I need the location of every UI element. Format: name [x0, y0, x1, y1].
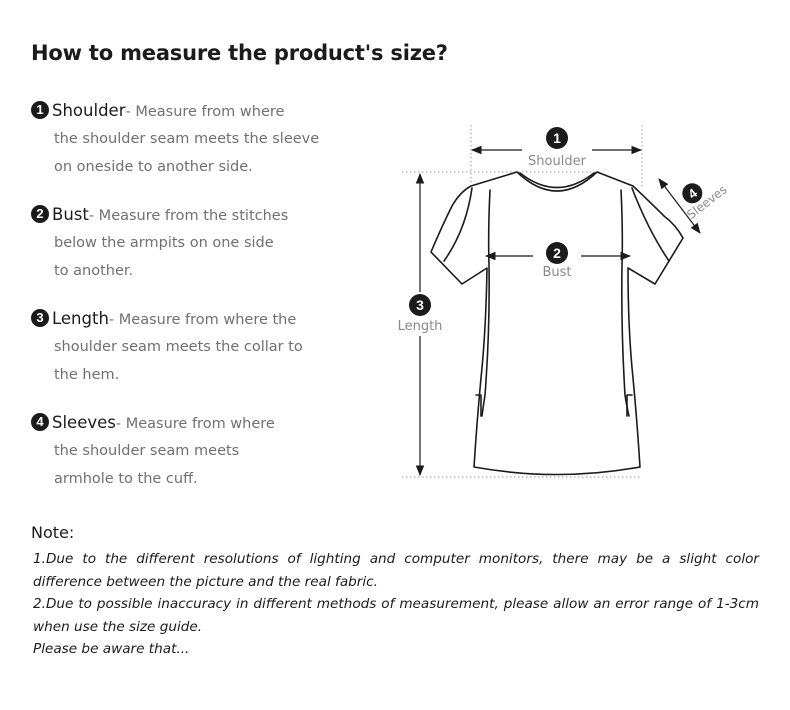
number-badge: 1	[31, 100, 49, 119]
instruction-name: Bust	[52, 205, 89, 224]
marker-3-label: Length	[398, 319, 443, 334]
instruction-text: - Measure from the stitches	[88, 208, 289, 224]
instruction-text: to another.	[54, 263, 134, 279]
marker-1-badge	[546, 127, 568, 149]
instruction-text: the shoulder seam meets	[54, 443, 240, 459]
instruction-text: armhole to the cuff.	[54, 471, 198, 487]
number-badge: 4	[31, 412, 49, 431]
instruction-text: the hem.	[54, 367, 120, 383]
notes: 1.Due to the different resolutions of li…	[33, 548, 759, 661]
instruction-text: on oneside to another side.	[54, 159, 253, 175]
marker-2-label: Bust	[542, 265, 571, 280]
note-title: Note:	[31, 523, 75, 542]
instruction-name: Length	[52, 309, 109, 328]
marker-4: 4 Sleeves	[679, 161, 735, 222]
instruction-text: the shoulder seam meets the sleeve	[54, 131, 320, 147]
number-badge: 3	[31, 308, 49, 327]
marker-2-badge	[546, 242, 568, 264]
tshirt-outline	[430, 171, 684, 476]
marker-1-label: Shoulder	[528, 154, 587, 169]
tshirt-measurement-diagram: 1 Shoulder 2 Bust 3 Length 4 Sleeves	[392, 125, 735, 478]
marker-3-number: 3	[416, 297, 424, 313]
instruction-text: below the armpits on one side	[54, 235, 274, 251]
number-badge: 2	[31, 204, 49, 223]
marker-2-number: 2	[553, 245, 561, 261]
marker-1-number: 1	[553, 130, 561, 146]
note-paragraph: 2.Due to possible inaccuracy in differen…	[33, 596, 759, 635]
note-paragraph: 1.Due to the different resolutions of li…	[33, 551, 759, 590]
marker-4-badge	[682, 183, 703, 204]
sleeves-arrow	[658, 178, 701, 234]
marker-3-badge	[409, 294, 431, 316]
page-title: How to measure the product's size?	[31, 41, 448, 65]
instruction-text: shoulder seam meets the collar to	[54, 339, 303, 355]
instruction-text: - Measure from where	[115, 416, 275, 432]
instruction-text: - Measure from where	[125, 104, 285, 120]
note-paragraph: Please be aware that...	[33, 641, 190, 657]
instruction-name: Sleeves	[52, 413, 116, 432]
instruction-text: - Measure from where the	[108, 312, 297, 328]
instruction-name: Shoulder	[52, 101, 126, 120]
